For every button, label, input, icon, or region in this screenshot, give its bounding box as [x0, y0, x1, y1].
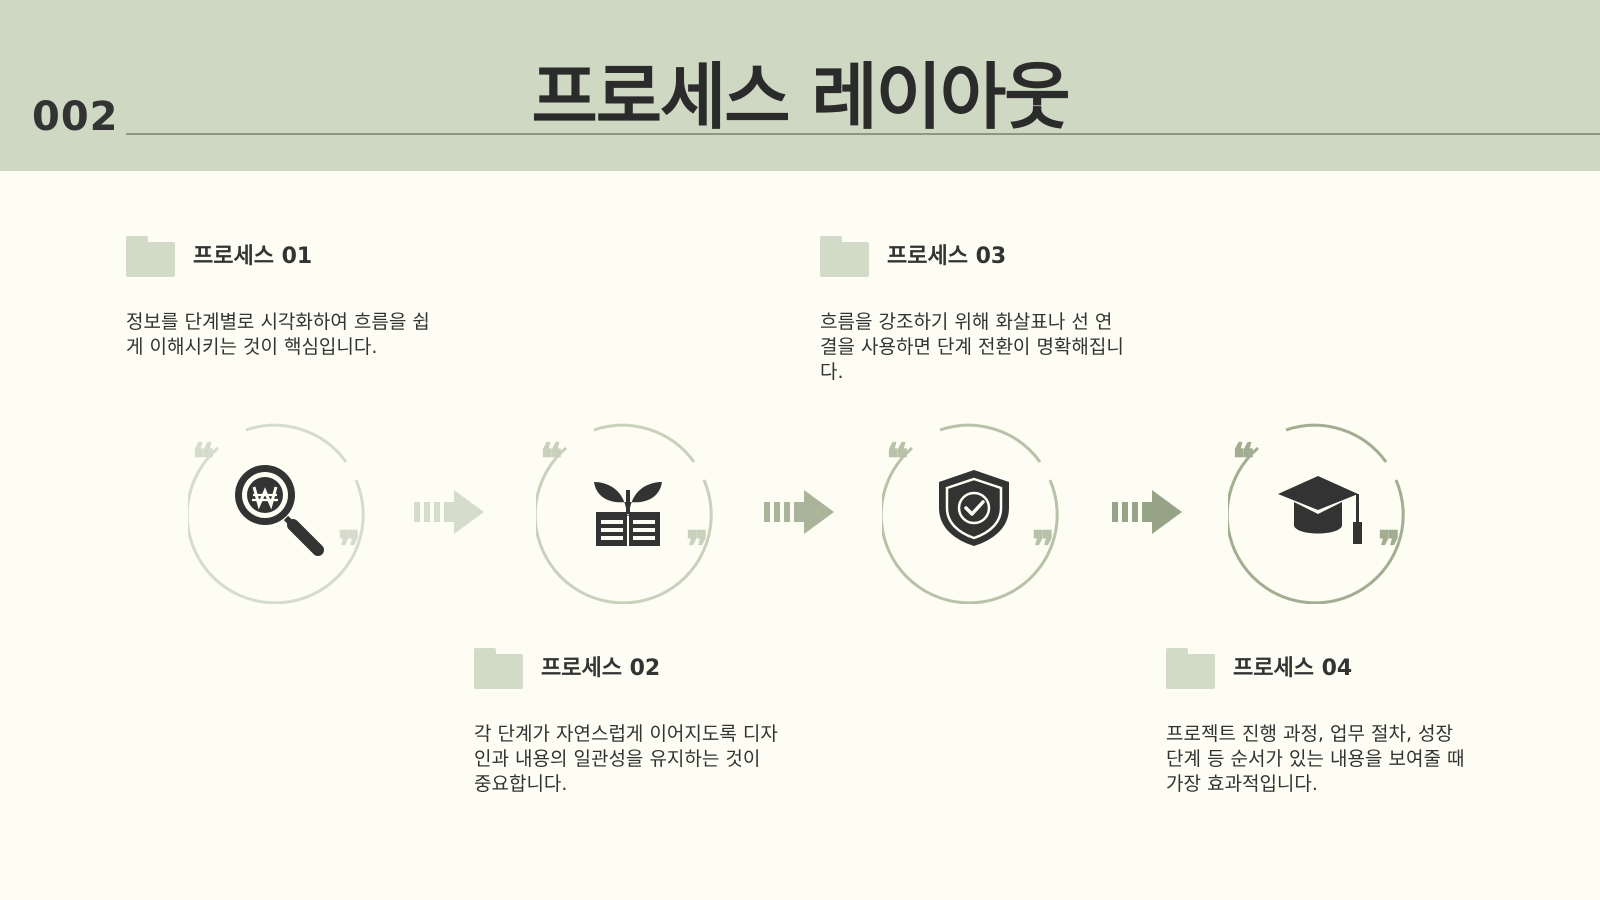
flow-arrow-1-icon	[414, 490, 484, 534]
open-quote-icon: ❝	[1232, 434, 1255, 483]
step-3-label: 프로세스 03	[820, 236, 1007, 277]
open-quote-icon: ❝	[540, 434, 563, 483]
step-3-name: 프로세스 03	[887, 244, 1007, 269]
close-quote-icon: ❞	[1378, 522, 1401, 571]
search-won-icon	[235, 465, 324, 556]
step-1-name: 프로세스 01	[193, 244, 313, 269]
step-2-label: 프로세스 02	[474, 648, 661, 689]
folder-icon	[1166, 648, 1215, 689]
plant-book-icon	[594, 482, 662, 546]
step-1-label: 프로세스 01	[126, 236, 313, 277]
close-quote-icon: ❞	[686, 522, 709, 571]
folder-icon	[474, 648, 523, 689]
step-4-label: 프로세스 04	[1166, 648, 1353, 689]
step-1-description: 정보를 단계별로 시각화하여 흐름을 쉽게 이해시키는 것이 핵심입니다.	[126, 311, 430, 358]
step-2-name: 프로세스 02	[541, 656, 661, 681]
step-3-description: 흐름을 강조하기 위해 화살표나 선 연결을 사용하면 단계 전환이 명확해집니…	[820, 311, 1124, 383]
step-1-circle: ❝ ❞	[188, 418, 374, 604]
shield-check-icon	[939, 470, 1009, 546]
title-divider	[126, 133, 1600, 135]
step-2-description: 각 단계가 자연스럽게 이어지도록 디자인과 내용의 일관성을 유지하는 것이 …	[474, 723, 778, 795]
close-quote-icon: ❞	[1032, 522, 1055, 571]
step-2-circle: ❝ ❞	[536, 418, 722, 604]
open-quote-icon: ❝	[192, 434, 215, 483]
flow-arrow-3-icon	[1112, 490, 1182, 534]
folder-icon	[126, 236, 175, 277]
step-4-name: 프로세스 04	[1233, 656, 1353, 681]
step-4-circle: ❝ ❞	[1228, 418, 1414, 604]
graduation-cap-icon	[1278, 476, 1362, 544]
page-title: 프로세스 레이아웃	[531, 55, 1071, 139]
flow-arrow-2-icon	[764, 490, 834, 534]
close-quote-icon: ❞	[338, 522, 361, 571]
slide-number: 002	[32, 94, 119, 140]
header-bar	[0, 0, 1600, 171]
step-3-circle: ❝ ❞	[882, 418, 1068, 604]
folder-icon	[820, 236, 869, 277]
step-4-description: 프로젝트 진행 과정, 업무 절차, 성장 단계 등 순서가 있는 내용을 보여…	[1166, 723, 1465, 795]
open-quote-icon: ❝	[886, 434, 909, 483]
